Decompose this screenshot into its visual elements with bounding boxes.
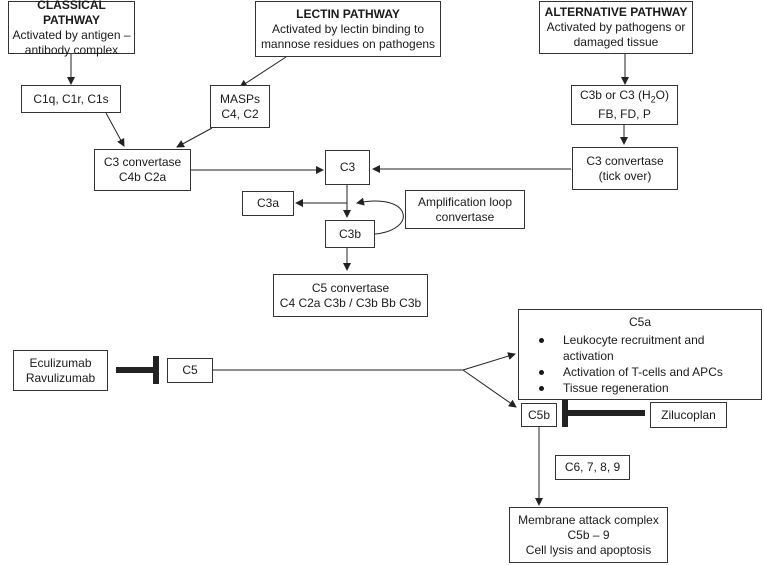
- c3-convertase-classical-box: C3 convertase C4b C2a: [94, 149, 191, 191]
- inhibitor-tbar-zilucoplan: [562, 399, 568, 427]
- alternative-pathway-title: ALTERNATIVE PATHWAY: [544, 5, 688, 19]
- masps-label-1: MASPs: [219, 91, 260, 106]
- masps-label-2: C4, C2: [221, 106, 259, 121]
- c5a-effects-list: Leukocyte recruitment and activation Act…: [519, 332, 761, 396]
- c5-convertase-label-2: C4 C2a C3b / C3b Bb C3b: [279, 295, 422, 310]
- arrow-c1-to-c3conv: [105, 112, 125, 147]
- eculizumab-ravulizumab-box: Eculizumab Ravulizumab: [13, 350, 108, 391]
- amplification-loop-label-1: Amplification loop: [417, 194, 513, 209]
- lectin-pathway-desc-1: Activated by lectin binding to: [271, 21, 425, 36]
- classical-pathway-desc-2: antibody complex: [24, 42, 119, 57]
- zilucoplan-label: Zilucoplan: [661, 407, 716, 422]
- classical-pathway-box: CLASSICAL PATHWAY Activated by antigen –…: [8, 0, 135, 57]
- arrow-masps-to-c3conv: [176, 127, 213, 148]
- c3b-label: C3b: [338, 226, 361, 241]
- c3-convertase-classical-label-1: C3 convertase: [103, 155, 182, 169]
- classical-pathway-title: CLASSICAL PATHWAY: [37, 0, 106, 27]
- inhibitor-bar-eculizumab: [116, 367, 158, 373]
- eculizumab-label: Eculizumab: [29, 355, 92, 370]
- c3-convertase-tickover-box: C3 convertase (tick over): [572, 147, 678, 190]
- c5-convertase-box: C5 convertase C4 C2a C3b / C3b Bb C3b: [273, 274, 428, 317]
- c3-convertase-tickover-label-2: (tick over): [598, 168, 652, 183]
- c5-label: C5: [182, 363, 198, 377]
- c3-box: C3: [325, 150, 370, 185]
- c3a-label: C3a: [256, 196, 279, 210]
- c6789-label: C6, 7, 8, 9: [564, 460, 621, 474]
- factors-label: FB, FD, P: [598, 107, 651, 122]
- classical-pathway-desc-1: Activated by antigen –: [12, 27, 131, 42]
- c3b-box: C3b: [325, 220, 375, 248]
- lectin-pathway-title: LECTIN PATHWAY: [296, 6, 400, 21]
- masps-box: MASPs C4, C2: [210, 85, 270, 128]
- lectin-pathway-desc-2: mannose residues on pathogens: [260, 36, 436, 51]
- alternative-pathway-desc-2: damaged tissue: [573, 35, 659, 49]
- c3a-box: C3a: [242, 191, 294, 216]
- c5a-effect-tcells: Activation of T-cells and APCs: [535, 364, 761, 380]
- alternative-pathway-box: ALTERNATIVE PATHWAY Activated by pathoge…: [539, 1, 693, 54]
- c6789-box: C6, 7, 8, 9: [555, 455, 630, 480]
- inhibitor-tbar-eculizumab: [153, 356, 159, 384]
- c5-box: C5: [167, 358, 213, 383]
- amplification-loop-curve: [356, 197, 404, 235]
- zilucoplan-box: Zilucoplan: [650, 402, 727, 428]
- amplification-loop-box: Amplification loop convertase: [405, 190, 525, 229]
- ravulizumab-label: Ravulizumab: [25, 370, 96, 385]
- membrane-attack-complex-box: Membrane attack complex C5b – 9 Cell lys…: [509, 507, 668, 563]
- c3b-or-c3h2o-label: C3b or C3 (H2O): [579, 87, 670, 105]
- c5a-effect-regeneration: Tissue regeneration: [535, 380, 761, 396]
- mac-label-3: Cell lysis and apoptosis: [525, 542, 652, 557]
- c3-label: C3: [339, 160, 356, 174]
- c1-complex-box: C1q, C1r, C1s: [21, 85, 121, 113]
- c5a-effect-leukocyte-cont: activation: [563, 349, 614, 363]
- c3-convertase-classical-label-2: C4b C2a: [118, 170, 167, 184]
- lectin-pathway-box: LECTIN PATHWAY Activated by lectin bindi…: [255, 1, 441, 57]
- mac-label-1: Membrane attack complex: [518, 512, 659, 527]
- c5-convertase-label-1: C5 convertase: [311, 280, 390, 295]
- arrow-lectin-to-masps: [239, 56, 287, 88]
- c5a-box: C5a Leukocyte recruitment and activation…: [518, 309, 762, 400]
- arrow-split-to-c5a: [462, 352, 516, 371]
- c5b-box: C5b: [521, 403, 557, 427]
- c3-convertase-tickover-label-1: C3 convertase: [586, 153, 664, 168]
- c1-complex-label: C1q, C1r, C1s: [33, 91, 109, 106]
- c5a-effect-leukocyte: Leukocyte recruitment and: [535, 332, 761, 348]
- amplification-loop-label-2: convertase: [435, 209, 495, 224]
- c5a-title: C5a: [628, 315, 651, 329]
- alternative-pathway-desc-1: Activated by pathogens or: [546, 20, 686, 34]
- c3b-or-c3h2o-box: C3b or C3 (H2O) FB, FD, P: [571, 85, 678, 125]
- mac-label-2: C5b – 9: [567, 527, 610, 542]
- c5b-label: C5b: [527, 407, 550, 422]
- inhibitor-bar-zilucoplan: [564, 410, 645, 416]
- arrow-split-to-c5b: [462, 369, 517, 408]
